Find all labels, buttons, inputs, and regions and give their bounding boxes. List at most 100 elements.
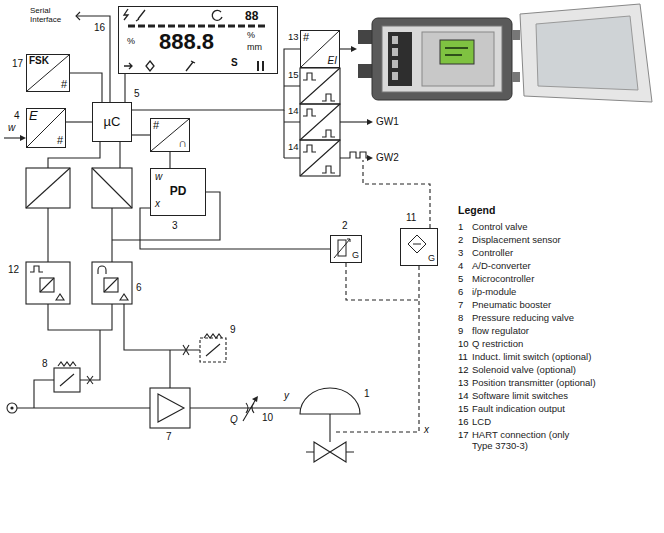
displacement-sensor-box: G bbox=[330, 235, 362, 263]
valve-stem bbox=[306, 414, 354, 452]
lcd-bar-graph bbox=[128, 25, 268, 28]
inductive-sensor-symbol bbox=[413, 244, 421, 245]
wiring bbox=[4, 12, 430, 432]
legend-number: 4 bbox=[458, 261, 463, 272]
box-text: G bbox=[352, 251, 359, 261]
housing bbox=[372, 18, 512, 100]
supply-line bbox=[17, 407, 150, 408]
legend-text: flow regulator bbox=[472, 326, 529, 337]
legend-title: Legend bbox=[458, 204, 495, 216]
output-wire bbox=[340, 121, 368, 122]
signal-wire bbox=[48, 142, 100, 168]
inductive-sensor-symbol bbox=[408, 235, 426, 253]
converter-diagonal bbox=[301, 31, 339, 67]
switch-contact-wire bbox=[340, 152, 368, 158]
arrowheads bbox=[10, 46, 373, 410]
display-window bbox=[440, 40, 474, 64]
switch-symbol bbox=[300, 140, 340, 176]
legend-text: Controller bbox=[472, 248, 513, 259]
converter-box bbox=[26, 168, 70, 208]
da-converter-box: #∩ bbox=[150, 118, 190, 152]
converter-diagonal bbox=[92, 168, 132, 208]
box-text: # bbox=[57, 134, 63, 146]
lcd-display: 88%888.8%mmS bbox=[118, 6, 278, 74]
mechanical-link bbox=[333, 266, 419, 432]
box-text: G bbox=[428, 254, 435, 264]
terminal bbox=[392, 48, 398, 56]
signal-wire bbox=[132, 49, 300, 110]
callout-number: 10 bbox=[262, 412, 273, 424]
pneumatics bbox=[7, 304, 360, 462]
box-text: # bbox=[303, 31, 309, 43]
callout-number: 7 bbox=[166, 431, 172, 443]
signal-wire bbox=[132, 49, 300, 110]
callout-number: 1 bbox=[364, 388, 370, 400]
signal-wire bbox=[132, 134, 150, 135]
signal-wire bbox=[140, 208, 330, 249]
signal-label: w bbox=[155, 171, 162, 183]
callout-number: 11 bbox=[406, 212, 416, 224]
lcd-icon bbox=[136, 10, 145, 21]
controller-output-wire bbox=[112, 192, 220, 240]
signal-label: w bbox=[8, 122, 15, 134]
legend-number: 1 bbox=[458, 222, 463, 233]
lcd-icon bbox=[124, 9, 128, 20]
mechanical-link bbox=[363, 160, 430, 228]
box-text: # bbox=[153, 119, 159, 131]
signal-wire bbox=[111, 208, 112, 262]
callout-number: 4 bbox=[14, 110, 20, 122]
box-text: 888.8 bbox=[159, 30, 214, 54]
limit-switch-box bbox=[300, 104, 340, 140]
signal-label: x bbox=[155, 198, 160, 210]
spring-symbol bbox=[204, 334, 222, 356]
signal-wire bbox=[124, 74, 125, 102]
box-text: µC bbox=[104, 115, 121, 129]
box-text: % bbox=[247, 31, 255, 41]
signal-wire bbox=[70, 73, 102, 102]
supply-connection bbox=[7, 403, 17, 413]
bus-wire bbox=[284, 86, 300, 158]
microcontroller-box: µC bbox=[92, 102, 132, 142]
signal-label: GW2 bbox=[376, 152, 399, 164]
serial-interface-wire bbox=[76, 16, 110, 102]
signal-wire bbox=[119, 142, 120, 168]
legend-text: Q restriction bbox=[472, 339, 523, 350]
legend-text: A/D-converter bbox=[472, 261, 531, 272]
legend-text: Pneumatic booster bbox=[472, 300, 551, 311]
box-text: % bbox=[127, 37, 135, 47]
box-text: FSK bbox=[29, 55, 49, 66]
valve-body bbox=[314, 442, 346, 462]
legend-number: 17 bbox=[458, 430, 469, 441]
callout-number: 15 bbox=[288, 70, 299, 81]
booster-triangle bbox=[158, 394, 184, 422]
signal-wire bbox=[140, 208, 330, 249]
lcd-icons bbox=[124, 9, 268, 71]
solenoid-valve-box bbox=[26, 262, 70, 304]
electronics-cover bbox=[422, 32, 494, 86]
air-line bbox=[124, 304, 200, 388]
supply-dot bbox=[10, 406, 13, 409]
callout-number: 14 bbox=[288, 106, 299, 117]
cover-window bbox=[536, 16, 638, 90]
legend-number: 11 bbox=[458, 352, 468, 363]
box-text: # bbox=[61, 78, 67, 90]
box-text: PD bbox=[170, 185, 187, 198]
cable-gland bbox=[358, 30, 372, 44]
legend-number: 5 bbox=[458, 274, 463, 285]
coil-symbol bbox=[104, 278, 128, 300]
legend-number: 12 bbox=[458, 365, 469, 376]
legend-number: 15 bbox=[458, 404, 469, 415]
arrowhead bbox=[367, 119, 373, 125]
legend-text: Position transmitter (optional) bbox=[472, 378, 596, 389]
box-text: E bbox=[29, 109, 38, 123]
arrowhead bbox=[367, 155, 373, 161]
output-wire bbox=[340, 48, 352, 49]
signal-wire bbox=[125, 74, 126, 102]
legend-number: 3 bbox=[458, 248, 463, 259]
interface-label: Serial Interface bbox=[30, 6, 74, 24]
booster-box bbox=[150, 388, 190, 428]
limit-switch-box bbox=[300, 140, 340, 176]
fault-output-box bbox=[300, 68, 340, 104]
signal-wire bbox=[66, 122, 92, 123]
